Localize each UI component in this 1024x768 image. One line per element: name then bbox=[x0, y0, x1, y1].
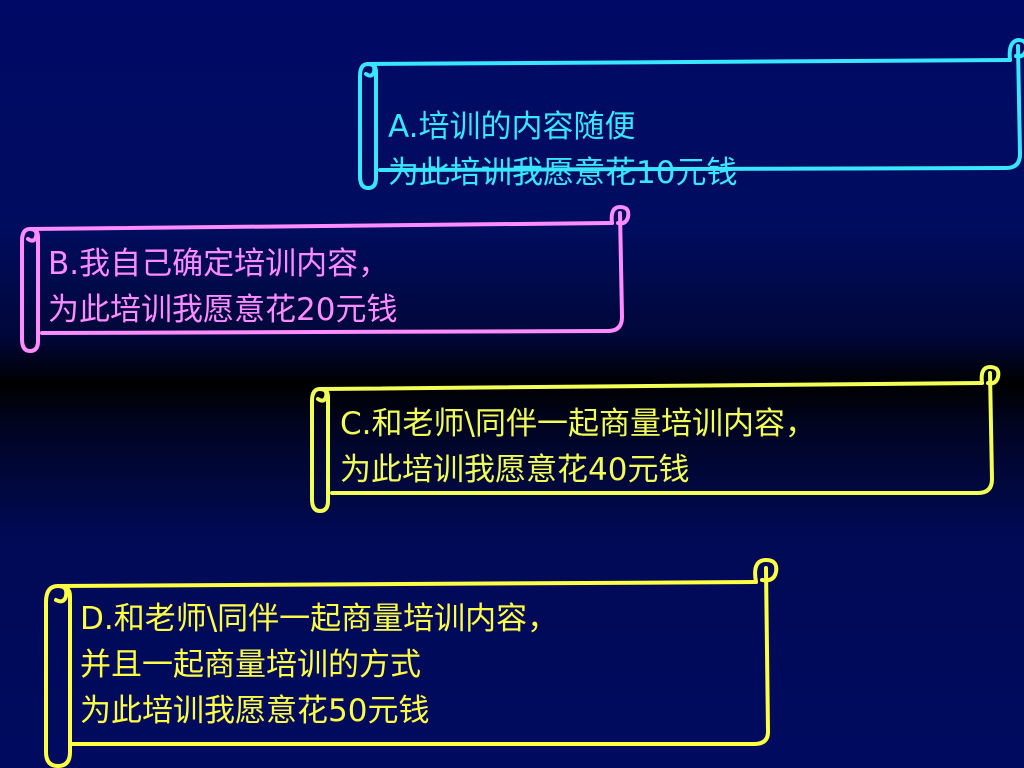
option-d-scroll: D.和老师\同伴一起商量培训内容， 并且一起商量培训的方式 为此培训我愿意花50… bbox=[40, 556, 784, 768]
option-a-line-2: 为此培训我愿意花10元钱 bbox=[388, 155, 738, 191]
option-b-line-1: B.我自己确定培训内容， bbox=[48, 246, 390, 282]
option-a-line-1: A.培训的内容随便 bbox=[388, 109, 636, 145]
scroll-frame bbox=[44, 558, 779, 768]
scroll-frame bbox=[310, 365, 1001, 513]
option-d-line-3: 为此培训我愿意花50元钱 bbox=[80, 693, 430, 729]
scroll-frame bbox=[358, 38, 1024, 190]
option-d-line-2: 并且一起商量培训的方式 bbox=[80, 647, 421, 683]
option-c-line-2: 为此培训我愿意花40元钱 bbox=[340, 452, 690, 488]
option-c-scroll: C.和老师\同伴一起商量培训内容， 为此培训我愿意花40元钱 bbox=[306, 365, 1006, 517]
scroll-frame bbox=[20, 205, 631, 353]
option-d-text: D.和老师\同伴一起商量培训内容， 并且一起商量培训的方式 为此培训我愿意花50… bbox=[80, 596, 558, 734]
option-b-line-2: 为此培训我愿意花20元钱 bbox=[48, 292, 398, 328]
option-b-text: B.我自己确定培训内容， 为此培训我愿意花20元钱 bbox=[48, 241, 397, 333]
option-b-scroll: B.我自己确定培训内容， 为此培训我愿意花20元钱 bbox=[16, 205, 634, 357]
option-c-text: C.和老师\同伴一起商量培训内容， 为此培训我愿意花40元钱 bbox=[340, 401, 816, 493]
option-a-text: A.培训的内容随便 为此培训我愿意花10元钱 bbox=[388, 104, 737, 196]
option-c-line-1: C.和老师\同伴一起商量培训内容， bbox=[340, 406, 816, 442]
option-d-line-1: D.和老师\同伴一起商量培训内容， bbox=[80, 601, 559, 637]
option-a-scroll: A.培训的内容随便 为此培训我愿意花10元钱 bbox=[354, 34, 1024, 194]
